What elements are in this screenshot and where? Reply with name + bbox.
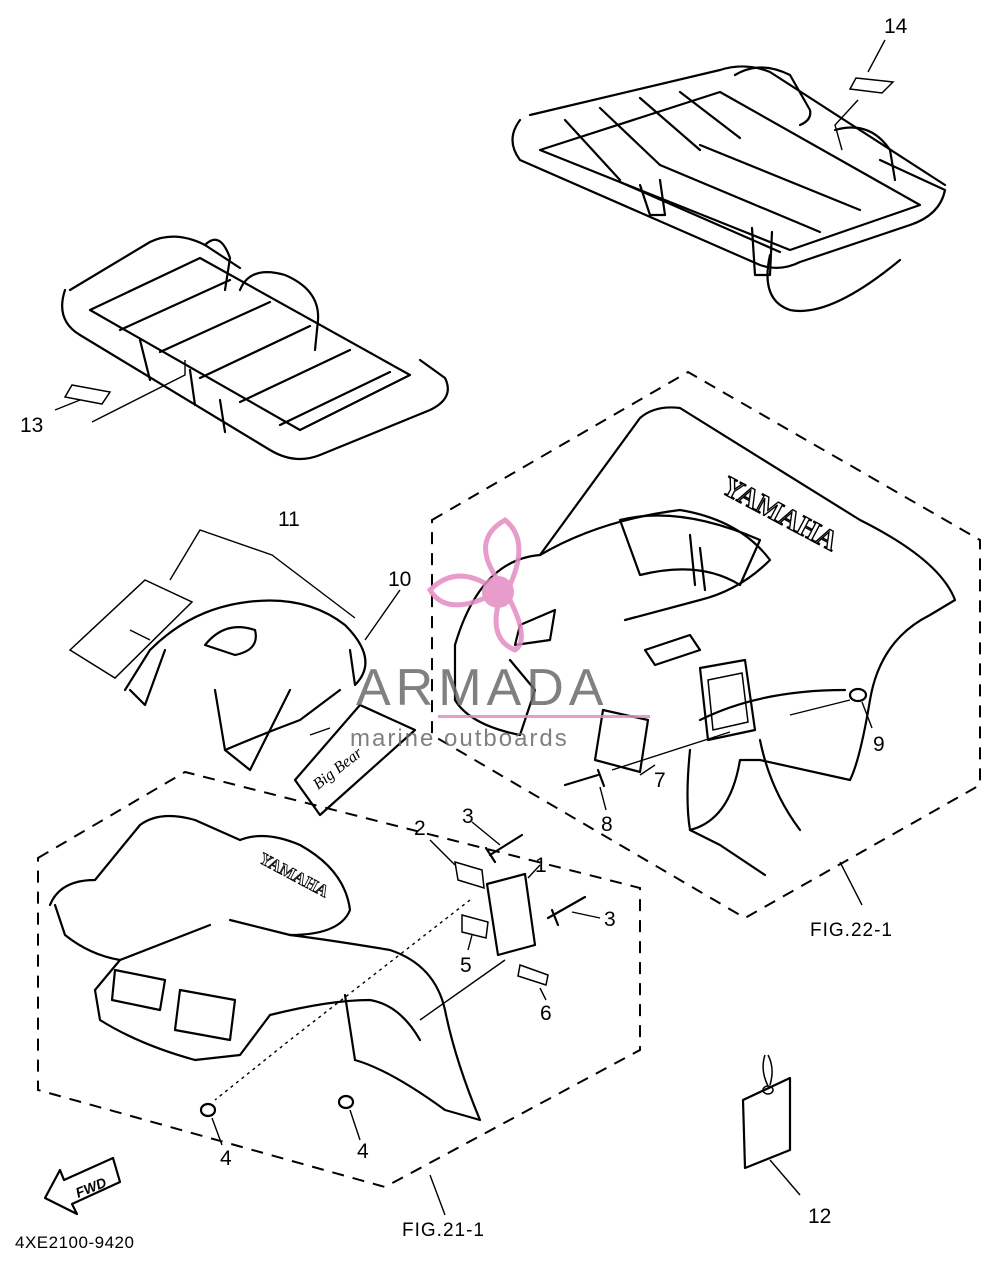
callout-9: 9 bbox=[873, 733, 885, 756]
rear-fender-boundary bbox=[431, 370, 981, 920]
rivet-3a bbox=[471, 821, 524, 864]
callout-1: 1 bbox=[535, 854, 547, 877]
decal-11 bbox=[68, 529, 356, 679]
tag-12 bbox=[741, 1054, 801, 1196]
leader-fig22 bbox=[839, 861, 863, 906]
washer-9 bbox=[789, 687, 873, 729]
armada-watermark: ARMADA marine outboards bbox=[350, 516, 650, 752]
callout-14: 14 bbox=[884, 15, 908, 38]
fig-ref-front: FIG.21-1 bbox=[402, 1220, 485, 1241]
callout-3b: 3 bbox=[604, 908, 616, 931]
front-carrier bbox=[61, 235, 449, 461]
callout-2: 2 bbox=[414, 817, 426, 840]
fwd-label: FWD bbox=[73, 1174, 109, 1201]
callout-7: 7 bbox=[654, 769, 666, 792]
rear-fender: YAMAHA bbox=[453, 406, 957, 877]
front-panel-cover bbox=[123, 599, 367, 772]
callout-3a: 3 bbox=[462, 805, 474, 828]
propeller-logo-icon bbox=[426, 516, 524, 653]
callout-12: 12 bbox=[808, 1205, 831, 1228]
leader-fig21 bbox=[429, 1174, 446, 1216]
decal-14 bbox=[834, 39, 895, 151]
rivet-8 bbox=[563, 768, 607, 811]
callout-8: 8 bbox=[601, 813, 613, 836]
front-fender-boundary bbox=[37, 770, 641, 1189]
callout-6: 6 bbox=[540, 1002, 552, 1025]
plate-1 bbox=[485, 864, 541, 957]
callout-13: 13 bbox=[20, 414, 43, 437]
leader-7 bbox=[611, 731, 731, 771]
callout-4b: 4 bbox=[357, 1140, 369, 1163]
leader-4a bbox=[214, 899, 471, 1101]
callout-5: 5 bbox=[460, 954, 472, 977]
rear-carrier bbox=[511, 65, 947, 312]
diagram-code: 4XE2100-9420 bbox=[15, 1233, 134, 1252]
decal-2 bbox=[429, 839, 485, 890]
watermark-subtitle: marine outboards bbox=[350, 725, 569, 752]
fender-brand: YAMAHA bbox=[717, 471, 844, 558]
rivet-3b bbox=[546, 895, 601, 927]
watermark-title: ARMADA bbox=[356, 659, 608, 717]
forward-arrow-icon: FWD bbox=[43, 1156, 122, 1216]
watermark-underline bbox=[438, 715, 650, 718]
front-brand: YAMAHA bbox=[256, 849, 332, 901]
callout-4a: 4 bbox=[220, 1147, 232, 1170]
fig-ref-rear: FIG.22-1 bbox=[810, 920, 893, 941]
callout-10: 10 bbox=[388, 568, 411, 591]
decal-13 bbox=[54, 360, 186, 423]
callout-11: 11 bbox=[278, 508, 300, 531]
decal-6 bbox=[517, 963, 549, 1001]
decal-5 bbox=[461, 914, 489, 951]
washer-4b bbox=[337, 1094, 361, 1141]
leader-4b bbox=[419, 959, 506, 1021]
washer-4a bbox=[199, 1102, 223, 1146]
front-fender: YAMAHA bbox=[48, 814, 482, 1122]
